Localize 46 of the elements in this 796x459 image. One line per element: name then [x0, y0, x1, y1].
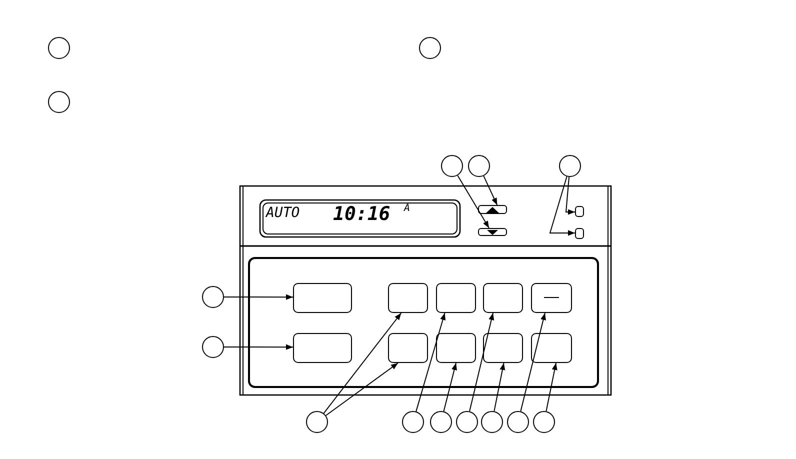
button — [436, 333, 476, 363]
down-arrow-button — [478, 228, 507, 236]
leader-arrow — [325, 362, 398, 416]
display-readout: 10:16 — [333, 205, 390, 224]
leader-arrow — [469, 312, 494, 412]
button — [293, 283, 352, 313]
button — [388, 333, 428, 363]
button — [436, 283, 476, 313]
leader-arrow — [323, 312, 402, 414]
leader-arrow — [520, 312, 546, 412]
up-arrow-button — [478, 205, 507, 214]
callout-circle — [419, 37, 441, 59]
button — [531, 333, 572, 363]
display-readout: AUTO — [266, 206, 300, 220]
button — [388, 283, 428, 313]
leader-arrow — [483, 175, 498, 206]
callout-circle — [306, 411, 328, 433]
callout-circle — [202, 336, 224, 358]
callout-circle — [48, 91, 70, 113]
button — [483, 283, 523, 313]
callout-circle — [430, 411, 452, 433]
callout-circle — [402, 411, 424, 433]
button — [531, 283, 572, 313]
callout-circle — [202, 286, 224, 308]
display-readout: A — [404, 204, 410, 214]
callout-circle — [533, 411, 555, 433]
indicator-light — [575, 228, 584, 239]
leader-arrow — [549, 176, 576, 236]
callout-circle — [507, 411, 529, 433]
leader-arrow — [565, 176, 576, 215]
leader-arrow — [224, 294, 294, 300]
callout-circle — [456, 411, 478, 433]
leader-arrow — [416, 312, 446, 412]
callout-circle — [481, 411, 503, 433]
leader-arrow — [224, 344, 294, 350]
callout-circle — [48, 37, 70, 59]
indicator-light — [575, 206, 584, 217]
leader-arrow — [457, 174, 490, 228]
button — [483, 333, 523, 363]
leader-arrow — [443, 362, 457, 412]
leader-arrow — [494, 362, 506, 412]
callout-circle — [559, 155, 581, 177]
callout-circle — [468, 155, 490, 177]
leader-arrow — [546, 362, 558, 412]
button — [293, 333, 352, 363]
callout-circle — [441, 155, 463, 177]
